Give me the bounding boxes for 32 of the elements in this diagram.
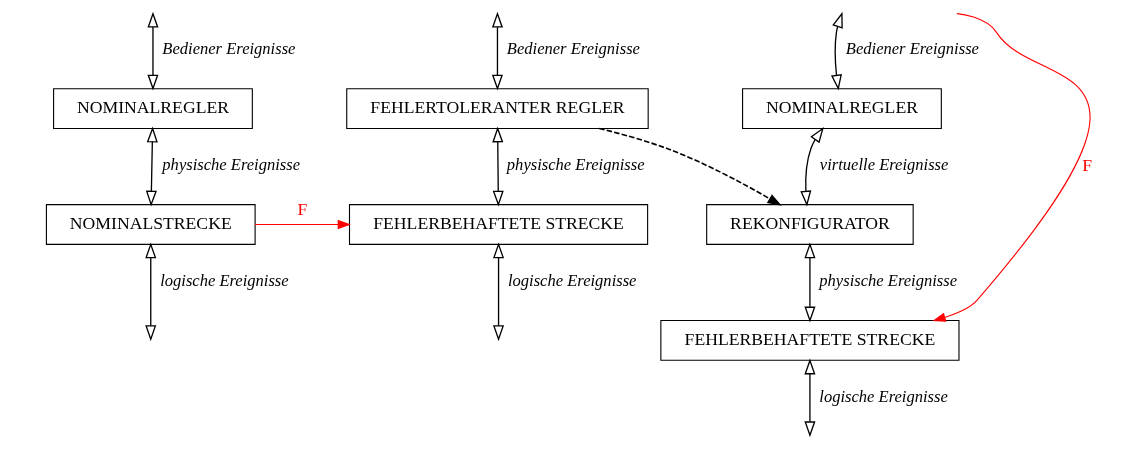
- arrow: [145, 126, 158, 207]
- arrow: [598, 127, 782, 206]
- arrow: [491, 11, 503, 91]
- edge-label: F: [297, 199, 308, 220]
- arrow: [145, 242, 157, 342]
- node-box: FEHLERTOLERANTER REGLER: [346, 88, 649, 129]
- edge-label: F: [1082, 154, 1092, 175]
- edge-label: physische Ereignisse: [819, 270, 958, 290]
- edge-label: physische Ereignisse: [162, 154, 301, 174]
- edge-label: virtuelle Ereignisse: [819, 154, 949, 174]
- node-box: NOMINALREGLER: [53, 88, 253, 129]
- arrow: [147, 11, 159, 91]
- arrow: [830, 11, 843, 91]
- edge-label: Bediener Ereignisse: [162, 38, 296, 58]
- edge-label: Bediener Ereignisse: [506, 38, 640, 58]
- arrow: [932, 13, 1091, 322]
- node-box: NOMINALSTRECKE: [45, 204, 256, 245]
- edge-label: logische Ereignisse: [160, 270, 289, 290]
- arrow: [254, 219, 351, 230]
- edge-label: physische Ereignisse: [506, 154, 645, 174]
- arrow: [493, 242, 505, 342]
- edge-label: logische Ereignisse: [819, 386, 948, 406]
- arrow: [492, 126, 504, 207]
- node-box: FEHLERBEHAFTETE STRECKE: [348, 204, 649, 245]
- node-box: REKONFIGURATOR: [706, 204, 914, 245]
- node-box: NOMINALREGLER: [742, 88, 942, 129]
- edge-label: logische Ereignisse: [507, 270, 637, 290]
- node-box: FEHLERBEHAFTETE STRECKE: [660, 320, 960, 361]
- edge-label: Bediener Ereignisse: [845, 38, 979, 58]
- arrow: [800, 126, 824, 207]
- arrow: [804, 242, 816, 323]
- arrow: [804, 358, 816, 438]
